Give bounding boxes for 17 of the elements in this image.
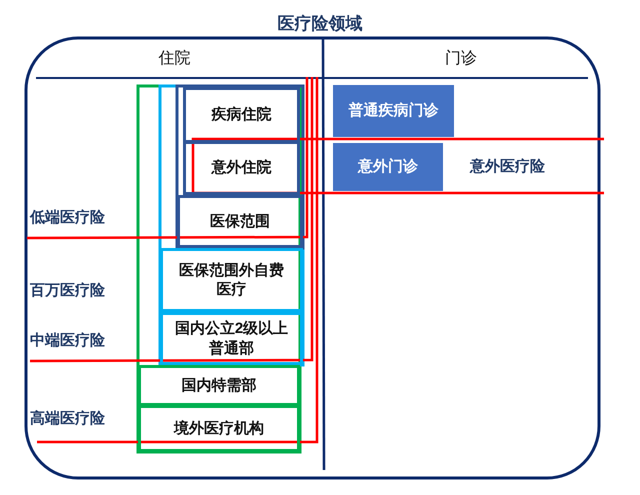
coverage-box: 医保范围外自费医疗 [160, 248, 303, 312]
insurance-type-label: 中端医疗险 [30, 331, 105, 350]
coverage-box: 境外医疗机构 [138, 405, 300, 452]
coverage-box: 国内特需部 [138, 365, 300, 406]
coverage-box: 国内公立2级以上普通部 [160, 312, 303, 365]
coverage-box: 意外住院 [183, 141, 300, 195]
insurance-type-label: 低端医疗险 [30, 208, 105, 227]
diagram-title: 医疗险领域 [276, 13, 364, 35]
column-header: 门诊 [444, 48, 478, 69]
insurance-type-label: 意外医疗险 [470, 157, 545, 176]
insurance-type-label: 百万医疗险 [30, 281, 105, 300]
coverage-box: 意外门诊 [333, 143, 443, 191]
column-header: 住院 [158, 48, 192, 69]
insurance-type-label: 高端医疗险 [30, 409, 105, 428]
coverage-box: 疾病住院 [183, 87, 300, 143]
coverage-box: 普通疾病门诊 [333, 85, 454, 137]
coverage-box: 医保范围 [177, 195, 303, 248]
